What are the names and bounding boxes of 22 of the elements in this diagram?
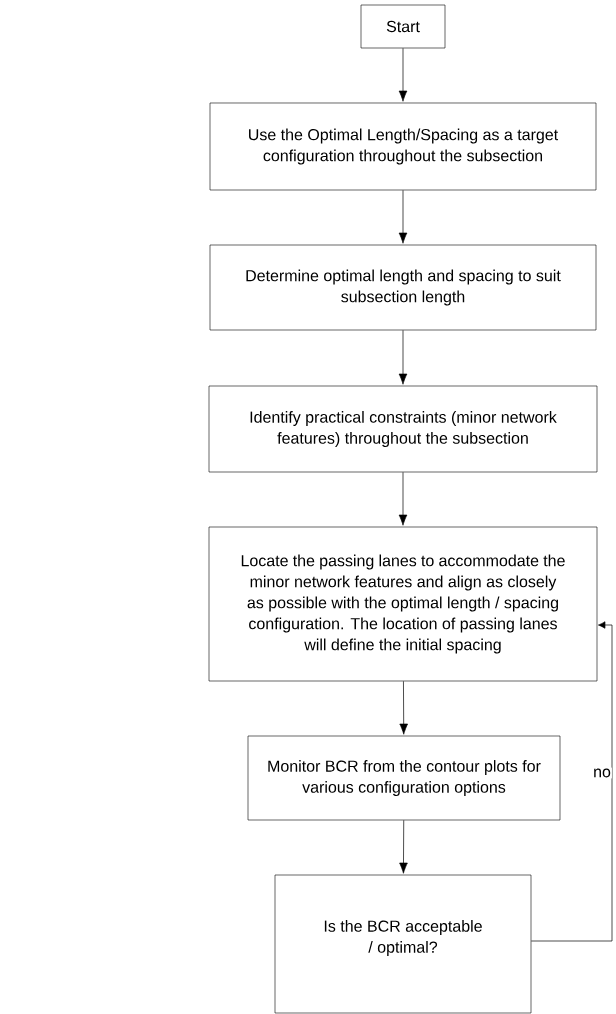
process-box [274, 874, 532, 1014]
edge-label: no [592, 767, 612, 779]
arrow [398, 471, 408, 526]
process-box [247, 735, 561, 821]
node-label: Start [386, 20, 420, 33]
node-label: Determine optimal length and spacing to suit subsection length [246, 269, 561, 306]
arrow [399, 819, 408, 874]
process-box [209, 244, 597, 331]
process-box [209, 102, 597, 191]
arrow [399, 680, 408, 735]
arrow [398, 47, 408, 102]
node-label: Use the Optimal Length/Spacing as a target configuration throughout the subsection [249, 128, 559, 165]
node-label: Identify practical constraints (minor network features) throughout the subsection [250, 411, 557, 447]
process-box [208, 385, 598, 473]
node-label: Locate the passing lanes to accommodate the minor network features and align as closely as possible with the optimal length / spacing configuration. The location of passing lanes will define the initial spacing [241, 554, 565, 654]
node-label: Monitor BCR from the contour plots for various configuration options [268, 760, 541, 796]
process-box [360, 4, 446, 49]
arrow [530, 621, 613, 942]
node-label: Is the BCR acceptable / optimal? [324, 920, 482, 956]
process-box [208, 526, 598, 682]
arrow [398, 329, 408, 385]
arrow [398, 189, 408, 244]
